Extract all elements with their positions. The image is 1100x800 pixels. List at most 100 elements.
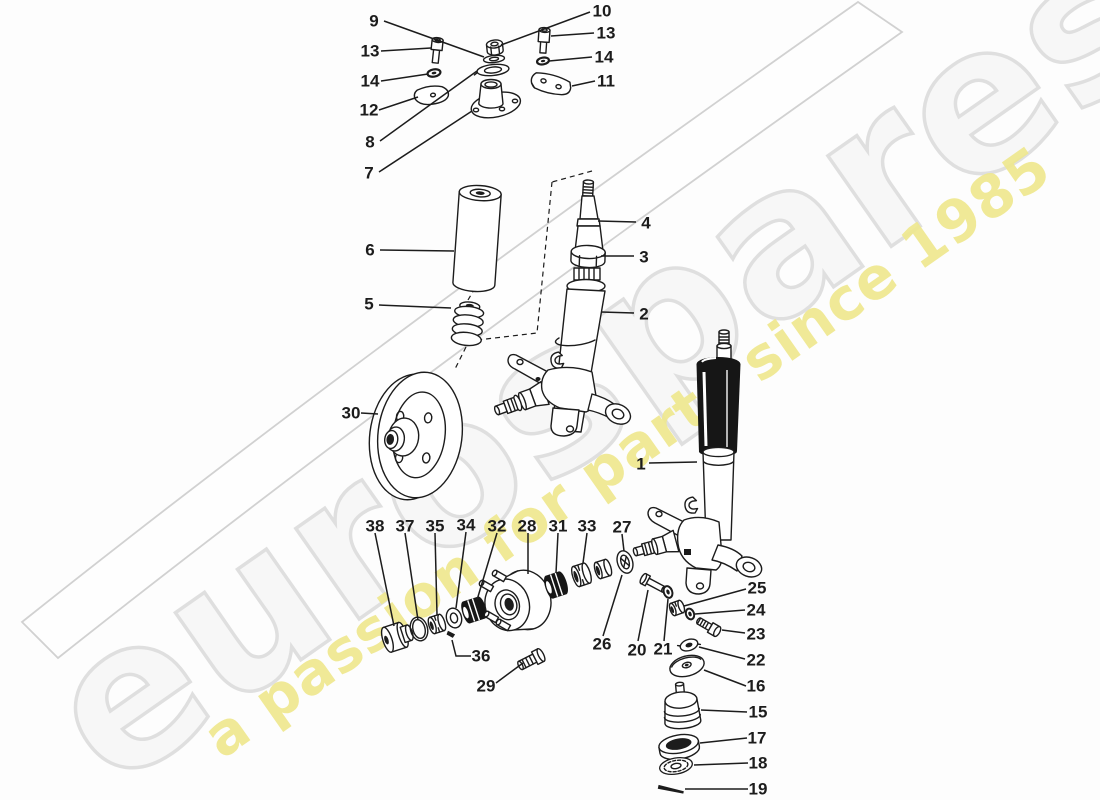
leader-line-37 (404, 532, 419, 621)
leader-line-35 (434, 532, 438, 616)
spindle (632, 529, 680, 557)
bump-stop (450, 301, 485, 347)
leader-line-21 (663, 598, 669, 642)
bearing-inner (544, 571, 568, 599)
callout-label-14-right: 14 (595, 48, 614, 67)
strut-nut (570, 244, 606, 269)
clamp-nut (427, 613, 447, 635)
callout-label-10: 10 (593, 2, 612, 21)
ball-joint (663, 681, 702, 730)
grease-cap (380, 621, 414, 653)
lock-washer (676, 638, 702, 652)
callout-label-22: 22 (747, 651, 766, 670)
callout-label-20: 20 (628, 641, 647, 660)
leader-line-29 (495, 662, 524, 684)
callout-label-19: 19 (749, 780, 768, 799)
hub-assembly-row (380, 558, 613, 653)
callout-label-24: 24 (747, 601, 766, 620)
leader-line-16 (703, 669, 747, 687)
washer-icon (535, 56, 551, 66)
callout-label-23: 23 (747, 625, 766, 644)
leader-line-31 (555, 532, 559, 574)
callout-label-27: 27 (613, 518, 632, 537)
callout-label-31: 31 (549, 517, 568, 536)
steering-knuckle (632, 506, 763, 595)
leader-line-10 (500, 11, 591, 46)
strut-mount-parts (413, 26, 572, 119)
callout-label-25: 25 (748, 579, 767, 598)
strut-insert (493, 179, 632, 437)
leader-line-23 (721, 629, 746, 634)
wheel-stud (491, 569, 508, 583)
nut-icon (485, 39, 504, 56)
leader-line-6 (379, 249, 455, 252)
leader-line-15 (700, 709, 748, 713)
thrust-washer (445, 607, 463, 629)
callout-label-7: 7 (364, 164, 373, 183)
callout-label-33: 33 (578, 517, 597, 536)
hose-clamp (684, 496, 699, 514)
callout-label-35: 35 (426, 517, 445, 536)
leader-line-38 (374, 532, 395, 627)
callout-label-30: 30 (342, 404, 361, 423)
leader-line-22 (698, 646, 746, 660)
callout-label-2: 2 (639, 305, 648, 324)
callout-label-1: 1 (636, 455, 645, 474)
steering-arm (711, 544, 743, 572)
callout-label-16: 16 (747, 677, 766, 696)
leader-line-26 (602, 574, 623, 637)
leader-line-7 (378, 110, 473, 173)
callout-label-17: 17 (748, 729, 767, 748)
leader-line-1 (648, 461, 698, 464)
threaded-collar (573, 267, 601, 281)
leader-line-13-left (380, 47, 432, 52)
leader-line-14-right (548, 56, 593, 62)
joint-cap (669, 654, 705, 678)
leader-line-25 (683, 588, 747, 607)
hose-clamp (550, 351, 565, 369)
leader-line-2 (600, 311, 635, 314)
leader-line-11 (571, 80, 596, 87)
callout-label-6: 6 (365, 241, 374, 260)
callout-label-38: 38 (366, 517, 385, 536)
leader-line-30 (360, 412, 379, 415)
callout-label-8: 8 (365, 133, 374, 152)
shock-absorber (616, 329, 763, 595)
seal-disc (616, 550, 634, 574)
callout-label-36: 36 (472, 647, 491, 666)
leader-line-34 (455, 531, 467, 609)
leader-line-36 (451, 639, 471, 657)
callout-label-14-left: 14 (361, 72, 380, 91)
leader-line-18 (693, 762, 749, 766)
strut-support-flange (470, 78, 522, 119)
callout-label-29: 29 (477, 677, 496, 696)
tie-rod-eye (604, 403, 632, 425)
bearing-race-ring (570, 562, 592, 588)
mount-ring (473, 63, 510, 77)
o-ring (409, 616, 429, 642)
leader-line-4 (597, 220, 637, 223)
piston-rod-tip (581, 179, 595, 197)
leader-line-32 (476, 532, 498, 601)
bolt-icon (537, 26, 551, 54)
spacer-bushing (593, 558, 613, 580)
leader-line-33 (582, 532, 588, 564)
washer-icon (426, 68, 442, 78)
leader-line-12 (378, 96, 419, 111)
bearing-outer (461, 596, 487, 624)
callout-label-5: 5 (364, 295, 373, 314)
piston-rod (579, 195, 599, 220)
leader-line-17 (699, 737, 748, 744)
leader-line-5 (378, 304, 452, 309)
callout-label-26: 26 (593, 635, 612, 654)
ball-joint-parts (657, 599, 722, 794)
star-washer (659, 756, 693, 776)
joint-cup (658, 733, 701, 761)
callout-label-18: 18 (749, 754, 768, 773)
callout-label-4: 4 (641, 214, 651, 233)
nut-icon (668, 599, 686, 617)
callout-label-13-right: 13 (597, 24, 616, 43)
callout-label-13-left: 13 (361, 42, 380, 61)
